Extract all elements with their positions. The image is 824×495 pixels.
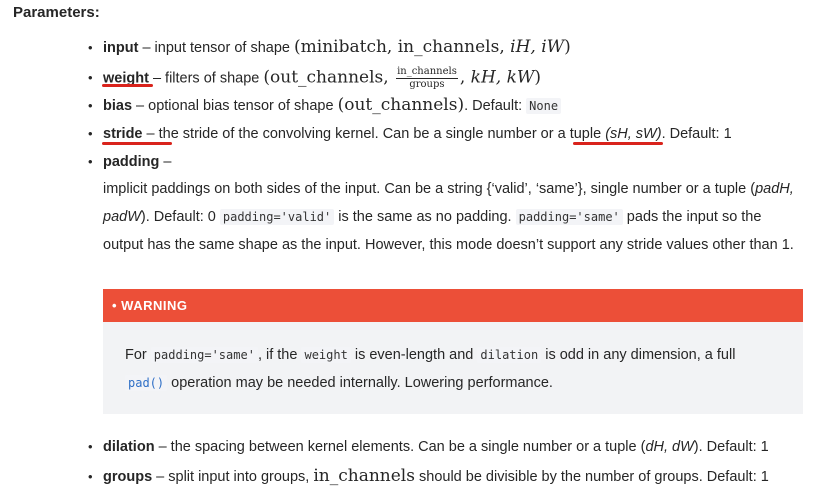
param-default: ). Default: 1	[693, 439, 769, 455]
code-padding-same: padding='same'	[150, 347, 258, 363]
warning-text: For	[125, 347, 151, 363]
pad-function-link[interactable]: pad()	[125, 375, 168, 391]
code-padding-same: padding='same'	[515, 209, 623, 225]
warning-text: is odd in any dimension, a full	[541, 347, 736, 363]
padding-line-1: implicit paddings on both sides of the i…	[103, 179, 794, 199]
code-padding-valid: padding='valid'	[219, 209, 335, 225]
param-desc: – input tensor of shape	[138, 40, 295, 56]
math-comma: ,	[459, 67, 471, 88]
param-name-weight: weight	[103, 70, 149, 87]
warning-title: • WARNING	[103, 289, 803, 322]
padding-text: ). Default: 0	[140, 209, 220, 225]
param-padding: • padding –	[88, 152, 171, 172]
dilation-italic: dH, dW	[645, 439, 694, 455]
warning-text: is even-length and	[350, 347, 478, 363]
parameters-heading: Parameters:	[13, 4, 100, 21]
warning-text: , if the	[257, 347, 302, 363]
param-weight: • weight – filters of shape (out_channels…	[88, 66, 541, 91]
param-groups: • groups – split input into groups, in_ch…	[88, 466, 769, 487]
param-desc: –	[159, 154, 172, 170]
warning-text: operation may be needed internally. Lowe…	[167, 375, 553, 391]
param-stride: • stride – the stride of the convolving k…	[88, 124, 732, 144]
bullet: •	[88, 98, 93, 113]
bullet: •	[88, 154, 93, 169]
padding-italic: padH,	[755, 181, 794, 197]
math-shape: (minibatch, in_channels,	[294, 37, 511, 57]
math-shape: (out_channels)	[337, 95, 465, 115]
param-desc: – split input into groups,	[152, 469, 314, 485]
math-shape: (out_channels,	[263, 67, 395, 88]
stride-tuple-italic: (sH, sW)	[605, 126, 662, 142]
param-desc: – filters of shape	[148, 70, 264, 87]
red-underline-tuple	[573, 142, 663, 145]
param-desc: – optional bias tensor of shape	[132, 98, 338, 114]
padding-text: output has the same shape as the input. …	[103, 237, 794, 253]
red-underline-weight	[102, 84, 153, 87]
bullet: •	[88, 439, 93, 454]
code-none: None	[526, 98, 562, 114]
param-name-dilation: dilation	[103, 439, 155, 455]
padding-text: implicit paddings on both sides of the i…	[103, 181, 756, 197]
math-in-channels: in_channels	[313, 466, 415, 486]
param-name-input: input	[103, 40, 139, 56]
red-underline-stride	[102, 142, 172, 145]
param-default-label: . Default:	[464, 98, 527, 114]
bullet: •	[88, 469, 93, 484]
bullet: •	[88, 70, 93, 86]
math-shape-italic: kH, kW	[470, 67, 535, 88]
param-default: . Default: 1	[661, 126, 732, 142]
padding-line-3: output has the same shape as the input. …	[103, 235, 794, 255]
tuple-link[interactable]: tuple	[569, 126, 606, 142]
code-weight: weight	[301, 347, 351, 363]
param-name-padding: padding	[103, 154, 160, 170]
fraction-denominator: groups	[409, 79, 445, 90]
param-name-stride: stride	[103, 126, 143, 142]
bullet: •	[88, 40, 93, 55]
padding-italic: padW	[103, 209, 141, 225]
param-dilation: • dilation – the spacing between kernel e…	[88, 437, 769, 457]
param-name-groups: groups	[103, 469, 153, 485]
math-paren: )	[564, 37, 571, 57]
param-input: • input – input tensor of shape (minibatc…	[88, 37, 571, 58]
param-desc: – the spacing between kernel elements. C…	[154, 439, 646, 455]
param-bias: • bias – optional bias tensor of shape (o…	[88, 95, 562, 116]
math-shape-italic: iH, iW	[510, 37, 565, 57]
warning-line-2: pad() operation may be needed internally…	[125, 369, 553, 397]
param-default: should be divisible by the number of gro…	[414, 469, 769, 485]
padding-line-2: padW). Default: 0 padding='valid' is the…	[103, 207, 761, 227]
padding-text: pads the input so the	[622, 209, 762, 225]
bullet: •	[88, 126, 93, 141]
padding-text: is the same as no padding.	[334, 209, 516, 225]
math-paren: )	[534, 67, 542, 88]
warning-line-1: For padding='same', if the weight is eve…	[125, 341, 735, 369]
param-name-bias: bias	[103, 98, 133, 114]
param-desc: – the stride of the convolving kernel. C…	[142, 126, 570, 142]
fraction-numerator: in_channels	[396, 66, 458, 79]
warning-admonition: • WARNING For padding='same', if the wei…	[103, 289, 803, 414]
code-dilation: dilation	[477, 347, 542, 363]
